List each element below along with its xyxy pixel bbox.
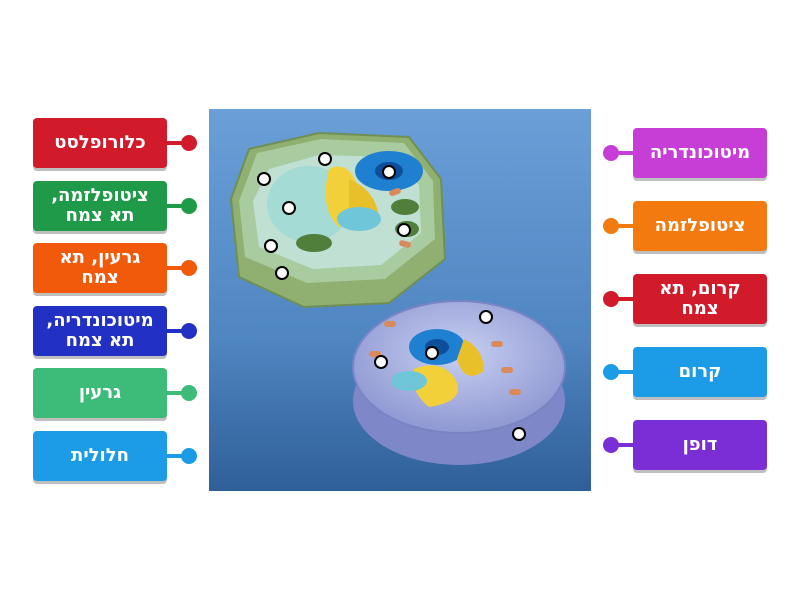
label-text: גרעין xyxy=(78,382,122,403)
connector-line xyxy=(167,141,189,145)
connector-line xyxy=(611,224,633,228)
label-nucleus-plant-cell[interactable]: גרעין, תא צמח xyxy=(33,243,167,293)
connector-line xyxy=(611,443,633,447)
connector-line xyxy=(167,391,189,395)
cell-diagram-image xyxy=(209,109,591,491)
drop-target-marker[interactable] xyxy=(257,172,271,186)
drag-handle[interactable] xyxy=(181,135,197,151)
connector-line xyxy=(167,266,189,270)
drop-target-marker[interactable] xyxy=(512,427,526,441)
drag-handle[interactable] xyxy=(603,145,619,161)
label-text: גרעין, תא צמח xyxy=(59,247,141,288)
connector-line xyxy=(167,204,189,208)
cell-illustration xyxy=(209,109,591,491)
connector-line xyxy=(167,454,189,458)
label-membrane-plant-cell[interactable]: קרום, תא צמח xyxy=(633,274,767,324)
drop-target-marker[interactable] xyxy=(275,266,289,280)
connector-line xyxy=(611,370,633,374)
label-mitochondria-plant-cell[interactable]: מיטוכונדריה, תא צמח xyxy=(33,306,167,356)
drop-target-marker[interactable] xyxy=(264,239,278,253)
label-chloroplast[interactable]: כלורופלסט xyxy=(33,118,167,168)
connector-line xyxy=(611,297,633,301)
connector-line xyxy=(611,151,633,155)
drop-target-marker[interactable] xyxy=(282,201,296,215)
drag-handle[interactable] xyxy=(181,260,197,276)
connector-line xyxy=(167,329,189,333)
label-mitochondria[interactable]: מיטוכונדריה xyxy=(633,128,767,178)
drag-handle[interactable] xyxy=(603,218,619,234)
drag-handle[interactable] xyxy=(603,437,619,453)
drag-handle[interactable] xyxy=(181,385,197,401)
label-text: ציטופלזמה xyxy=(654,215,746,236)
drag-handle[interactable] xyxy=(603,291,619,307)
label-nucleus[interactable]: גרעין xyxy=(33,368,167,418)
label-text: דופן xyxy=(682,434,718,455)
drop-target-marker[interactable] xyxy=(374,355,388,369)
label-cytoplasm-plant-cell[interactable]: ציטופלזמה, תא צמח xyxy=(33,181,167,231)
drag-handle[interactable] xyxy=(181,198,197,214)
drop-target-marker[interactable] xyxy=(479,310,493,324)
label-text: ציטופלזמה, תא צמח xyxy=(51,185,149,226)
label-text: חלולית xyxy=(71,445,129,466)
label-text: מיטוכונדריה xyxy=(649,142,751,163)
drop-target-marker[interactable] xyxy=(318,152,332,166)
drop-target-marker[interactable] xyxy=(397,223,411,237)
drag-handle[interactable] xyxy=(181,448,197,464)
label-text: קרום xyxy=(678,361,722,382)
drag-handle[interactable] xyxy=(603,364,619,380)
label-cell-wall[interactable]: דופן xyxy=(633,420,767,470)
label-text: כלורופלסט xyxy=(54,132,146,153)
plant-cell xyxy=(229,131,447,309)
label-text: מיטוכונדריה, תא צמח xyxy=(46,310,154,351)
label-membrane[interactable]: קרום xyxy=(633,347,767,397)
drop-target-marker[interactable] xyxy=(425,346,439,360)
animal-cell xyxy=(352,300,566,465)
label-text: קרום, תא צמח xyxy=(659,278,741,319)
drop-target-marker[interactable] xyxy=(382,165,396,179)
label-cytoplasm[interactable]: ציטופלזמה xyxy=(633,201,767,251)
drag-handle[interactable] xyxy=(181,323,197,339)
label-vacuole[interactable]: חלולית xyxy=(33,431,167,481)
